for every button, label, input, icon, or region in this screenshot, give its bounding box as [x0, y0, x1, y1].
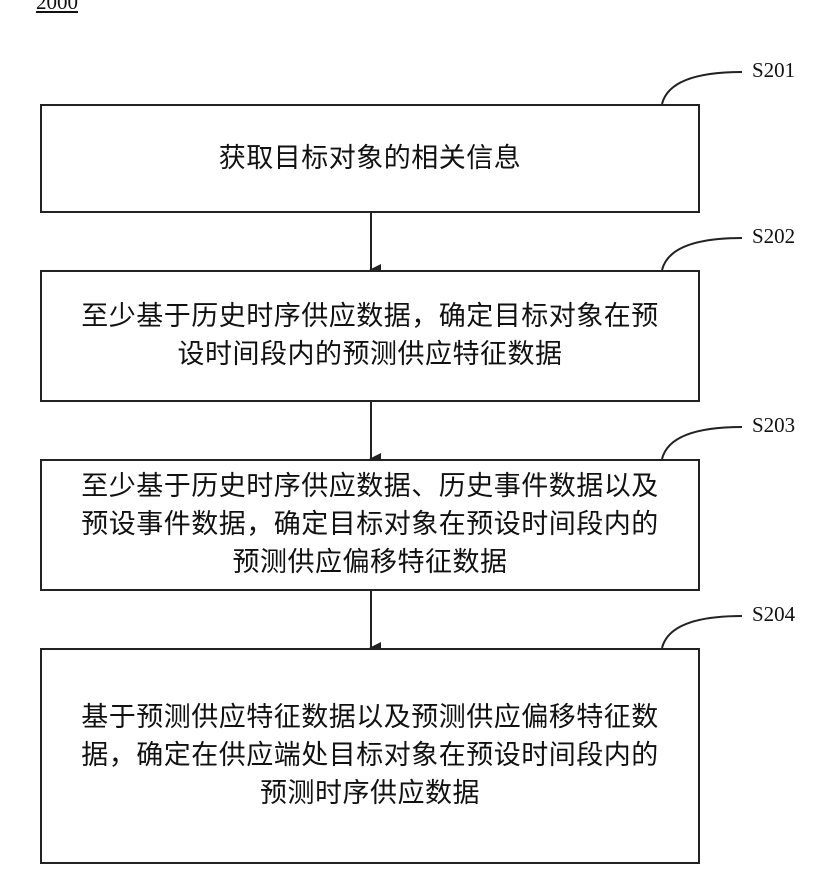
step-box-s204: 基于预测供应特征数据以及预测供应偏移特征数 据，确定在供应端处目标对象在预设时间…	[40, 648, 700, 864]
step-box-s202: 至少基于历史时序供应数据，确定目标对象在预 设时间段内的预测供应特征数据	[40, 270, 700, 402]
step-label-s204: S204	[752, 602, 795, 627]
step-text-s202: 至少基于历史时序供应数据，确定目标对象在预 设时间段内的预测供应特征数据	[81, 298, 659, 374]
step-box-s201: 获取目标对象的相关信息	[40, 104, 700, 213]
leader-curve-s204	[662, 616, 742, 648]
step-text-s203: 至少基于历史时序供应数据、历史事件数据以及 预设事件数据，确定目标对象在预设时间…	[81, 468, 659, 582]
step-label-s203: S203	[752, 413, 795, 438]
leader-curve-s202	[662, 238, 742, 270]
leader-curve-s203	[662, 427, 742, 459]
step-text-s201: 获取目标对象的相关信息	[219, 140, 522, 178]
step-label-s201: S201	[752, 58, 795, 83]
step-box-s203: 至少基于历史时序供应数据、历史事件数据以及 预设事件数据，确定目标对象在预设时间…	[40, 459, 700, 591]
step-text-s204: 基于预测供应特征数据以及预测供应偏移特征数 据，确定在供应端处目标对象在预设时间…	[81, 699, 659, 813]
step-label-s202: S202	[752, 224, 795, 249]
leader-curve-s201	[662, 72, 742, 104]
